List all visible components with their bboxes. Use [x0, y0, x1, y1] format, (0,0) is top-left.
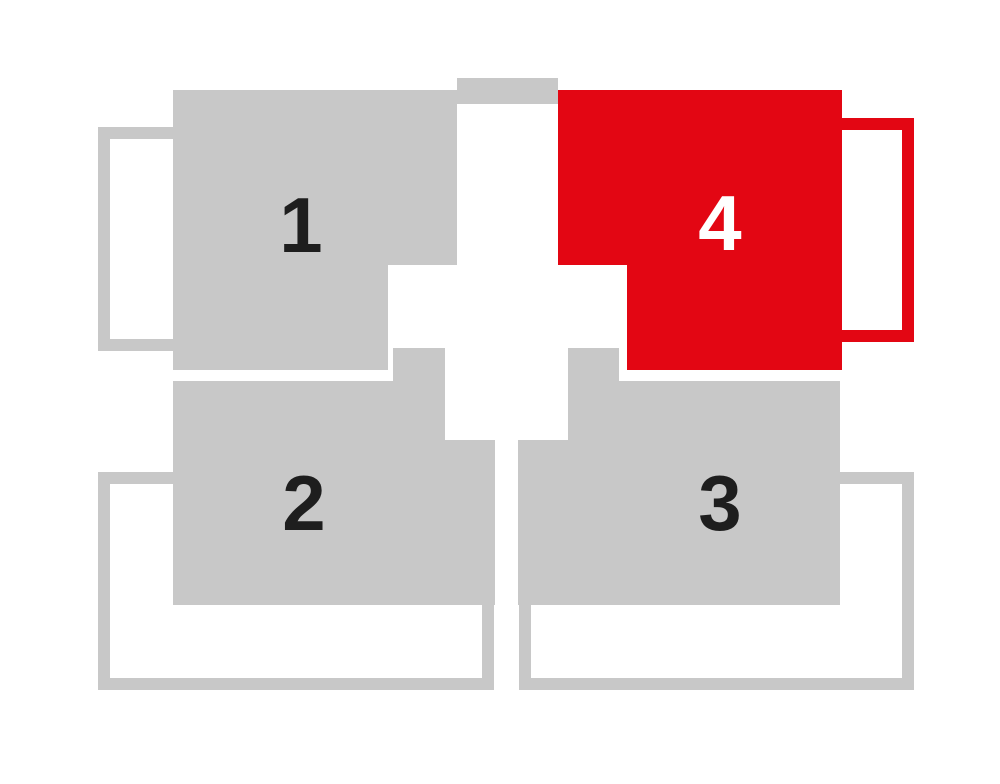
unit-1-outline — [98, 127, 173, 351]
unit-1-label: 1 — [279, 181, 322, 269]
unit-3-block — [518, 348, 840, 605]
unit-4: 4 — [558, 90, 914, 370]
unit-2-label: 2 — [282, 459, 325, 547]
unit-2: 2 — [98, 348, 495, 690]
unit-3-label: 3 — [698, 459, 741, 547]
unit-1-block — [173, 90, 457, 370]
unit-3-outline — [519, 472, 914, 690]
unit-2-outline — [98, 472, 494, 690]
unit-4-block — [558, 90, 842, 370]
unit-4-label: 4 — [698, 179, 741, 267]
unit-2-block — [173, 348, 495, 605]
unit-1: 1 — [98, 90, 457, 370]
connector-block — [457, 78, 558, 104]
unit-3: 3 — [518, 348, 914, 690]
unit-4-outline — [842, 118, 914, 342]
